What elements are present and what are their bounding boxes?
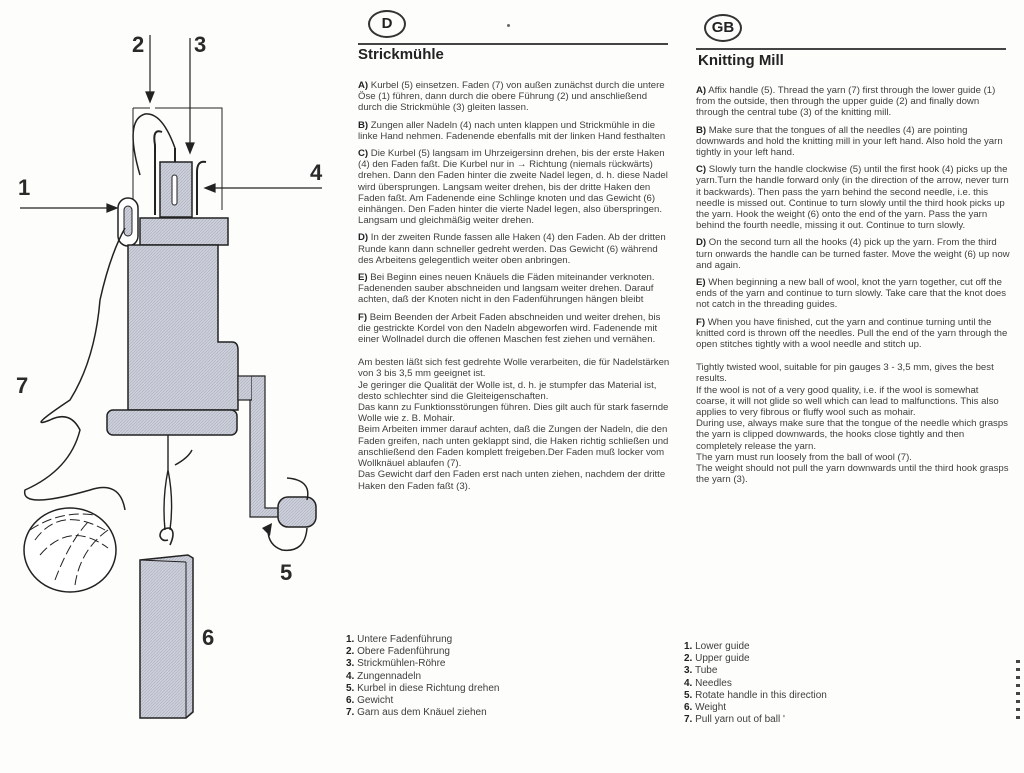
legend-item: 2. Upper guide: [684, 653, 750, 665]
step-f: F) Beim Beenden der Arbeit Faden abschne…: [358, 311, 661, 346]
notes-de: Am besten läßt sich fest gedrehte Wolle …: [358, 357, 673, 491]
callout-5: 5: [280, 560, 293, 585]
callout-4: 4: [310, 160, 323, 185]
legend-item: 1. Lower guide: [684, 641, 750, 652]
legend-item: 6. Gewicht: [346, 695, 394, 707]
note: During use, always make sure that the to…: [696, 418, 1008, 452]
legend-item: 7. Pull yarn out of ball ': [684, 714, 785, 726]
parts-legend-de: 1. Untere Fadenführung 2. Obere Fadenfüh…: [346, 634, 499, 719]
callout-2: 2: [132, 32, 145, 57]
print-speck: [507, 24, 510, 27]
note: Tightly twisted wool, suitable for pin g…: [696, 362, 994, 385]
legend-item: 1. Untere Fadenführung: [346, 634, 453, 645]
note: Das Gewicht darf den Faden erst nach unt…: [358, 469, 666, 492]
page-edge-marks: [1016, 660, 1020, 720]
knitting-mill-diagram: 2 3 1 4 7 5 6: [0, 0, 340, 768]
note: If the wool is not of a very good qualit…: [696, 384, 999, 419]
note: Das kann zu Funktionsstörungen führen. D…: [358, 402, 669, 425]
note: Je geringer die Qualität der Wolle ist, …: [358, 379, 657, 402]
legend-item: 5. Kurbel in diese Richtung drehen: [346, 682, 500, 694]
section-divider: [696, 48, 1006, 50]
legend-item: 7. Garn aus dem Knäuel ziehen: [346, 707, 487, 719]
callout-3: 3: [194, 32, 207, 57]
language-badge-gb: GB: [704, 14, 742, 42]
note: Beim Arbeiten immer darauf achten, daß d…: [358, 424, 669, 470]
step-b: B) Zungen aller Nadeln (4) nach unten kl…: [358, 119, 666, 142]
knitting-mill-drawing: [20, 35, 322, 719]
step-d: D) In der zweiten Runde fassen alle Hake…: [358, 232, 666, 266]
step-f: F) When you have finished, cut the yarn …: [696, 316, 1008, 351]
legend-item: 5. Rotate handle in this direction: [684, 689, 827, 701]
section-title-de: Strickmühle: [358, 46, 444, 63]
step-d: D) On the second turn all the hooks (4) …: [696, 237, 1010, 271]
language-badge-de: D: [368, 10, 406, 38]
note: Am besten läßt sich fest gedrehte Wolle …: [358, 357, 670, 380]
note: The yarn must run loosely from the ball …: [696, 451, 912, 463]
parts-legend-en: 1. Lower guide 2. Upper guide 3. Tube 4.…: [684, 641, 827, 726]
callout-1: 1: [18, 175, 31, 200]
instructions-de: A) Kurbel (5) einsetzen. Faden (7) von a…: [358, 80, 673, 492]
step-c: C) Die Kurbel (5) langsam im Uhrzeigersi…: [358, 148, 668, 227]
legend-item: 2. Obere Fadenführung: [346, 646, 450, 658]
step-b: B) Make sure that the tongues of all the…: [696, 124, 1003, 159]
step-a: A) Kurbel (5) einsetzen. Faden (7) von a…: [358, 80, 665, 114]
step-e: E) When beginning a new ball of wool, kn…: [696, 277, 1007, 311]
step-e: E) Bei Beginn eines neuen Knäuels die Fä…: [358, 272, 655, 306]
legend-item: 3. Tube: [684, 665, 718, 677]
legend-item: 4. Needles: [684, 677, 732, 689]
section-divider: [358, 43, 668, 45]
notes-en: Tightly twisted wool, suitable for pin g…: [696, 362, 1011, 485]
callout-6: 6: [202, 625, 215, 650]
instructions-en: A) Affix handle (5). Thread the yarn (7)…: [696, 85, 1011, 486]
callout-7: 7: [16, 373, 29, 398]
note: The weight should not pull the yarn down…: [696, 463, 1009, 486]
section-title-en: Knitting Mill: [698, 52, 784, 69]
step-a: A) Affix handle (5). Thread the yarn (7)…: [696, 85, 996, 119]
legend-item: 3. Strickmühlen-Röhre: [346, 658, 446, 670]
legend-item: 4. Zungennadeln: [346, 670, 422, 682]
step-c: C) Slowly turn the handle clockwise (5) …: [696, 164, 1009, 232]
legend-item: 6. Weight: [684, 702, 727, 714]
